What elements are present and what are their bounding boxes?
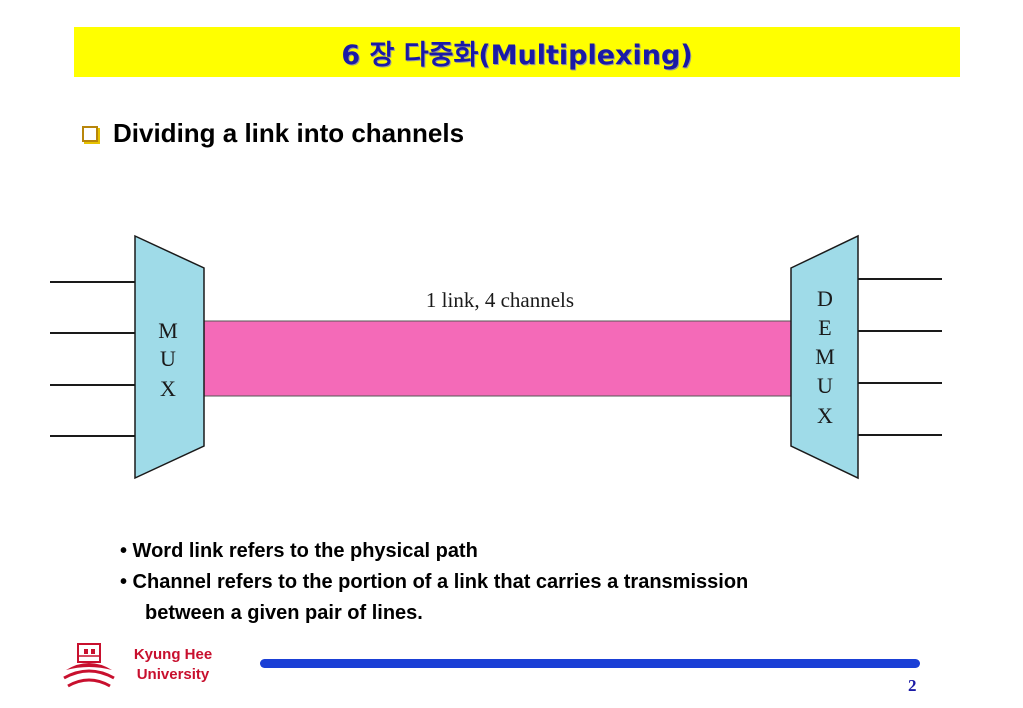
university-logo-icon (63, 643, 115, 688)
subtitle-row: Dividing a link into channels (82, 118, 464, 149)
demux-letter-3: M (815, 344, 835, 369)
demux-letter-5: X (817, 403, 833, 428)
bullet-item-2: • Channel refers to the portion of a lin… (120, 571, 749, 593)
bullet-item-1: • Word link refers to the physical path (120, 540, 478, 562)
footer-divider (260, 659, 920, 668)
link-label: 1 link, 4 channels (426, 288, 574, 312)
mux-block (134, 234, 205, 480)
university-name-line-1: Kyung Hee (133, 646, 213, 663)
checkbox-bullet-icon (82, 125, 98, 142)
demux-block (790, 234, 859, 480)
link-bar (203, 320, 792, 397)
university-name: Kyung Hee University (118, 645, 228, 685)
mux-diagram: 1 link, 4 channels M U X D E M U X (50, 234, 942, 480)
bullet-item-2-continued: between a given pair of lines. (145, 602, 423, 624)
title-bar: 6 장 다중화(Multiplexing) (74, 27, 960, 77)
bullet-list: • Word link refers to the physical path … (120, 536, 748, 629)
university-name-line-2: University (136, 666, 210, 683)
demux-letter-1: D (817, 286, 833, 311)
slide-title: 6 장 다중화(Multiplexing) (341, 39, 693, 71)
mux-letter-3: X (160, 376, 176, 401)
demux-letter-2: E (818, 315, 831, 340)
subtitle: Dividing a link into channels (113, 118, 465, 148)
page-number: 2 (908, 676, 917, 695)
demux-letter-4: U (817, 373, 833, 398)
mux-letter-1: M (158, 318, 178, 343)
mux-letter-2: U (160, 346, 176, 371)
